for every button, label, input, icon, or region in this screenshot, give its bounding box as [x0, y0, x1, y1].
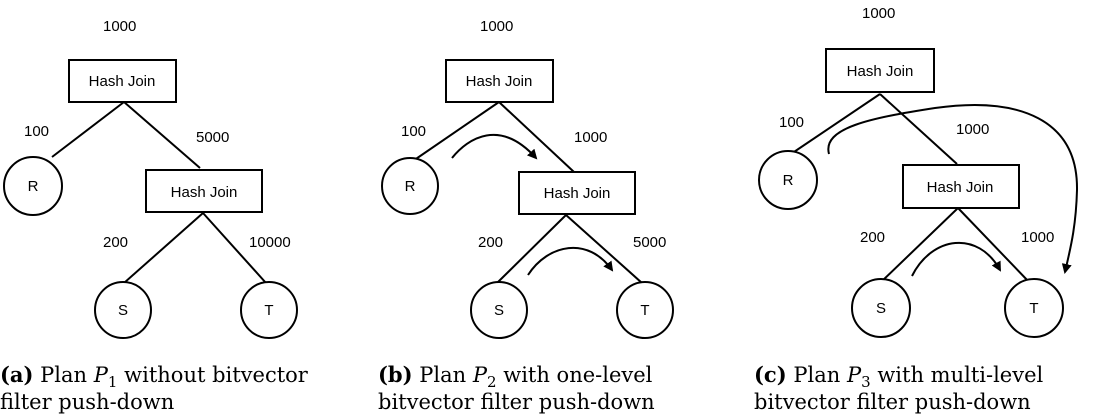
edge-t-cardinality: 10000 [249, 234, 291, 251]
bitvector-arrow-r-to-t [827, 104, 1079, 274]
caption-line-1: (c) Plan P3 with multi-level [754, 362, 1043, 391]
bitvector-arrow-s-to-t [911, 242, 1001, 277]
panel-b: 1000 Hash Join 100 1000 R Hash Join 200 … [378, 18, 674, 414]
leaf-t [616, 281, 674, 339]
hash-join-mid [518, 171, 636, 215]
leaf-r-label: R [405, 178, 416, 195]
edge-top-to-mid [498, 101, 575, 173]
hash-join-top [445, 59, 554, 103]
caption-line-2: filter push-down [0, 390, 174, 414]
leaf-t-label: T [640, 302, 649, 319]
edge-top-to-mid [879, 93, 958, 165]
leaf-s-label: S [494, 302, 504, 319]
edge-top-to-r [409, 101, 500, 164]
top-cardinality: 1000 [862, 5, 895, 22]
hash-join-mid-label: Hash Join [171, 184, 238, 201]
leaf-s-label: S [118, 302, 128, 319]
edge-right-cardinality: 5000 [196, 129, 229, 146]
edge-mid-to-s [496, 214, 567, 284]
leaf-r-label: R [783, 172, 794, 189]
panel-c: 1000 Hash Join 100 1000 R Hash Join 200 … [754, 5, 1079, 414]
edge-s-cardinality: 200 [103, 234, 128, 251]
leaf-t [1004, 278, 1064, 338]
edge-top-to-mid [123, 101, 201, 169]
panel-a: 1000 Hash Join 100 5000 R Hash Join 200 … [0, 18, 309, 414]
leaf-s [94, 281, 152, 339]
top-cardinality: 1000 [480, 18, 513, 35]
edge-mid-to-s [123, 212, 204, 284]
leaf-s [851, 278, 911, 338]
leaf-t-label: T [1029, 300, 1038, 317]
caption-line-1: (b) Plan P2 with one-level [378, 362, 653, 391]
hash-join-top-label: Hash Join [89, 73, 156, 90]
leaf-s [470, 281, 528, 339]
edge-right-cardinality: 1000 [574, 129, 607, 146]
edge-t-cardinality: 5000 [633, 234, 666, 251]
hash-join-mid-label: Hash Join [927, 179, 994, 196]
edge-left-cardinality: 100 [24, 123, 49, 140]
edge-mid-to-t [957, 207, 1031, 284]
caption-line-2: bitvector filter push-down [378, 390, 655, 414]
leaf-r-label: R [28, 178, 39, 195]
edge-mid-to-t [565, 214, 643, 284]
edge-top-to-r [784, 93, 881, 159]
edge-left-cardinality: 100 [401, 123, 426, 140]
leaf-t-label: T [264, 302, 273, 319]
leaf-r [381, 157, 439, 215]
edge-t-cardinality: 1000 [1021, 229, 1054, 246]
leaf-s-label: S [876, 300, 886, 317]
leaf-r [758, 150, 818, 210]
caption-line-1: (a) Plan P1 without bitvector [0, 362, 309, 391]
edge-s-cardinality: 200 [478, 234, 503, 251]
hash-join-top-label: Hash Join [466, 73, 533, 90]
hash-join-top [68, 59, 177, 103]
edge-left-cardinality: 100 [779, 114, 804, 131]
leaf-r [3, 156, 63, 216]
hash-join-top [825, 48, 935, 93]
edge-mid-to-s [879, 207, 959, 284]
edge-s-cardinality: 200 [860, 229, 885, 246]
caption-line-2: bitvector filter push-down [754, 390, 1031, 414]
bitvector-arrow-r-to-mid [451, 134, 538, 160]
edge-mid-to-t [202, 212, 267, 284]
edge-right-cardinality: 1000 [956, 121, 989, 138]
hash-join-top-label: Hash Join [847, 63, 914, 80]
leaf-t [240, 281, 298, 339]
hash-join-mid-label: Hash Join [544, 185, 611, 202]
hash-join-mid [145, 169, 263, 213]
hash-join-mid [902, 164, 1020, 209]
bitvector-arrow-s-to-t [527, 246, 614, 276]
top-cardinality: 1000 [103, 18, 136, 35]
edge-top-to-r [51, 101, 125, 158]
